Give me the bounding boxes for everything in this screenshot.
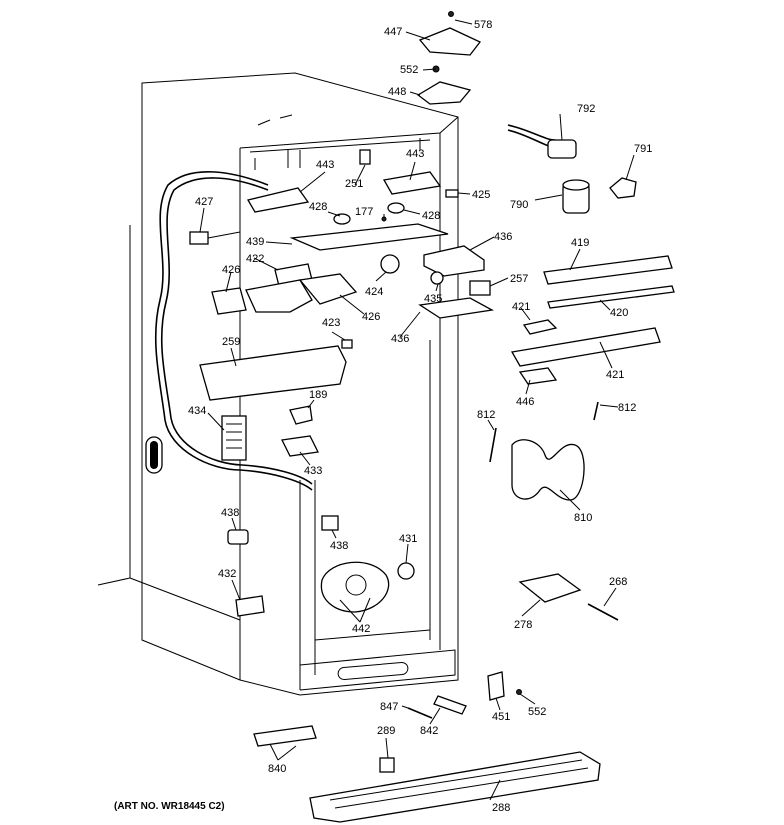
callout-251: 251 [345, 178, 363, 190]
callout-438: 438 [221, 507, 239, 519]
callout-288: 288 [492, 802, 510, 814]
callout-443: 443 [406, 148, 424, 160]
callout-labels: 447 578 552 448 792 791 790 443 443 251 … [114, 19, 652, 814]
callout-433: 433 [304, 465, 322, 477]
callout-268: 268 [609, 576, 627, 588]
callout-842: 842 [420, 725, 438, 737]
callout-420: 420 [610, 307, 628, 319]
callout-451: 451 [492, 711, 510, 723]
leader-lines [199, 19, 635, 801]
art-number: (ART NO. WR18445 C2) [114, 801, 225, 812]
cabinet-outline [97, 72, 459, 696]
callout-428: 428 [422, 210, 440, 222]
callout-791: 791 [634, 143, 652, 155]
callout-578: 578 [474, 19, 492, 31]
callout-552: 552 [400, 64, 418, 76]
callout-259: 259 [222, 336, 240, 348]
callout-448: 448 [388, 86, 406, 98]
callout-552: 552 [528, 706, 546, 718]
callout-436: 436 [391, 333, 409, 345]
callout-792: 792 [577, 103, 595, 115]
callout-812: 812 [477, 409, 495, 421]
callout-428: 428 [309, 201, 327, 213]
callout-289: 289 [377, 725, 395, 737]
callout-189: 189 [309, 389, 327, 401]
callout-840: 840 [268, 763, 286, 775]
callout-447: 447 [384, 26, 402, 38]
callout-812: 812 [618, 402, 636, 414]
callout-443: 443 [316, 159, 334, 171]
callout-419: 419 [571, 237, 589, 249]
callout-438: 438 [330, 540, 348, 552]
callout-426: 426 [222, 264, 240, 276]
callout-423: 423 [322, 317, 340, 329]
callout-847: 847 [380, 701, 398, 713]
callout-790: 790 [510, 199, 528, 211]
callout-432: 432 [218, 568, 236, 580]
callout-435: 435 [424, 293, 442, 305]
callout-436: 436 [494, 231, 512, 243]
callout-422: 422 [246, 253, 264, 265]
callout-177: 177 [355, 206, 373, 218]
callout-434: 434 [188, 405, 206, 417]
callout-439: 439 [246, 236, 264, 248]
callout-426: 426 [362, 311, 380, 323]
callout-278: 278 [514, 619, 532, 631]
parts [189, 11, 675, 823]
callout-424: 424 [365, 286, 383, 298]
callout-421: 421 [606, 369, 624, 381]
callout-425: 425 [472, 189, 490, 201]
callout-431: 431 [399, 533, 417, 545]
callout-427: 427 [195, 196, 213, 208]
callout-442: 442 [352, 623, 370, 635]
callout-446: 446 [516, 396, 534, 408]
callout-421: 421 [512, 301, 530, 313]
callout-810: 810 [574, 512, 592, 524]
callout-257: 257 [510, 273, 528, 285]
